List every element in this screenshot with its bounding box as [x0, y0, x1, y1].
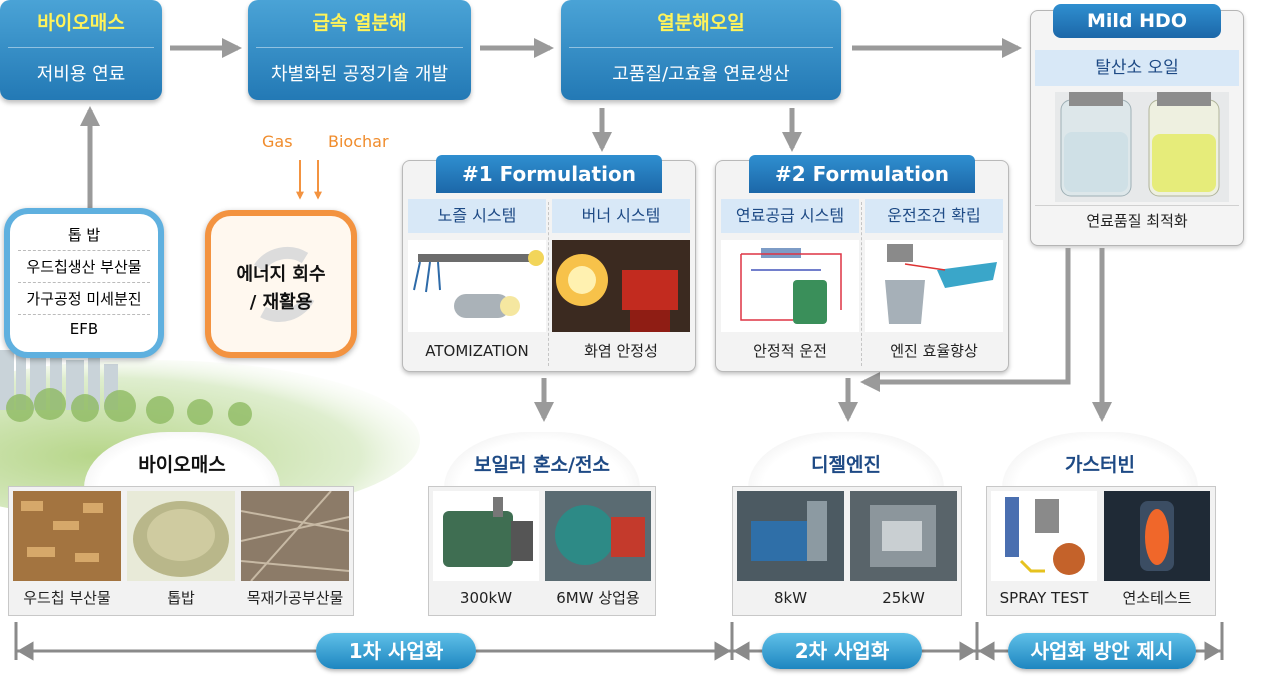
divider — [569, 47, 833, 48]
formulation2-left-caption: 안정적 운전 — [753, 342, 827, 360]
biomass-section-label: 바이오매스 — [138, 454, 226, 476]
combustion-test-image — [1104, 491, 1210, 581]
energy-recovery-line1: 에너지 회수 — [236, 264, 326, 285]
feedstock-item: 톱 밥 — [67, 226, 101, 244]
fuel-supply-system-image — [721, 240, 859, 332]
divider — [548, 202, 549, 366]
stage-1-label: 1차 사업화 — [316, 633, 476, 669]
feedstock-item: 우드칩생산 부산물 — [26, 258, 142, 276]
fast-pyrolysis-subtitle: 차별화된 공정기술 개발 — [270, 64, 449, 85]
diesel-25kw-image — [850, 491, 957, 581]
divider — [18, 250, 150, 251]
oil-jars-image — [1055, 92, 1229, 202]
nozzle-system-image — [408, 240, 546, 332]
formulation2-right-caption: 엔진 효율향상 — [890, 342, 978, 360]
wood-chip-image — [13, 491, 121, 581]
commercialization-plan-label: 사업화 방안 제시 — [1008, 633, 1196, 669]
formulation1-title: #1 Formulation — [436, 155, 662, 193]
stage-2-label: 2차 사업화 — [762, 633, 922, 669]
turbine-section-label: 가스터빈 — [1065, 454, 1135, 476]
formulation2-title: #2 Formulation — [749, 155, 975, 193]
wood-processing-byproduct-image — [241, 491, 349, 581]
boiler-item-caption: 300kW — [459, 589, 513, 607]
pyrolysis-oil-title: 열분해오일 — [657, 12, 745, 34]
biochar-label: Biochar — [328, 132, 389, 151]
turbine-item-caption: 연소테스트 — [1122, 589, 1192, 607]
formulation2-right-header: 운전조건 확립 — [865, 199, 1003, 233]
gas-label: Gas — [262, 132, 293, 151]
pyrolysis-oil-subtitle: 고품질/고효율 연료생산 — [612, 64, 790, 85]
feedstock-item: EFB — [69, 320, 99, 338]
operating-condition-image — [865, 240, 1003, 332]
divider — [256, 47, 463, 48]
divider — [18, 314, 150, 315]
formulation1-right-caption: 화염 안정성 — [584, 342, 658, 360]
mild-hdo-caption: 연료품질 최적화 — [1035, 205, 1239, 235]
fast-pyrolysis-title: 급속 열분해 — [312, 12, 407, 34]
feedstock-item: 가구공정 미세분진 — [26, 290, 142, 308]
formulation1-left-caption: ATOMIZATION — [425, 342, 529, 360]
fast-pyrolysis-box: 급속 열분해 차별화된 공정기술 개발 — [248, 0, 471, 100]
diesel-item-caption: 8kW — [773, 589, 808, 607]
diesel-section-label: 디젤엔진 — [811, 454, 881, 476]
biomass-item-caption: 목재가공부산물 — [246, 589, 344, 607]
boiler-6mw-image — [545, 491, 651, 581]
biomass-item-caption: 톱밥 — [167, 589, 195, 607]
feedstock-box: 톱 밥 우드칩생산 부산물 가구공정 미세분진 EFB — [4, 208, 164, 358]
pyrolysis-oil-box: 열분해오일 고품질/고효율 연료생산 — [561, 0, 841, 100]
formulation1-left-header: 노즐 시스템 — [408, 199, 546, 233]
burner-system-image — [552, 240, 690, 332]
biomass-top-title: 바이오매스 — [37, 12, 125, 34]
biomass-top-subtitle: 저비용 연료 — [36, 64, 126, 85]
divider — [8, 47, 154, 48]
sawdust-image — [127, 491, 235, 581]
mild-hdo-tab: Mild HDO — [1053, 4, 1221, 38]
energy-recovery-line2: / 재활용 — [249, 292, 313, 313]
boiler-300kw-image — [433, 491, 539, 581]
boiler-section-label: 보일러 혼소/전소 — [474, 454, 610, 476]
spray-test-image — [991, 491, 1097, 581]
recycle-icon — [254, 246, 315, 322]
formulation1-right-header: 버너 시스템 — [552, 199, 690, 233]
divider — [861, 202, 862, 366]
boiler-item-caption: 6MW 상업용 — [556, 589, 640, 607]
biomass-top-box: 바이오매스 저비용 연료 — [0, 0, 162, 100]
turbine-item-caption: SPRAY TEST — [999, 589, 1089, 607]
divider — [18, 282, 150, 283]
diesel-8kw-image — [737, 491, 844, 581]
formulation2-left-header: 연료공급 시스템 — [721, 199, 859, 233]
energy-recovery-box: 에너지 회수 / 재활용 — [205, 210, 357, 358]
diesel-item-caption: 25kW — [882, 589, 925, 607]
biomass-item-caption: 우드칩 부산물 — [23, 589, 111, 607]
mild-hdo-subtitle: 탈산소 오일 — [1035, 50, 1239, 86]
